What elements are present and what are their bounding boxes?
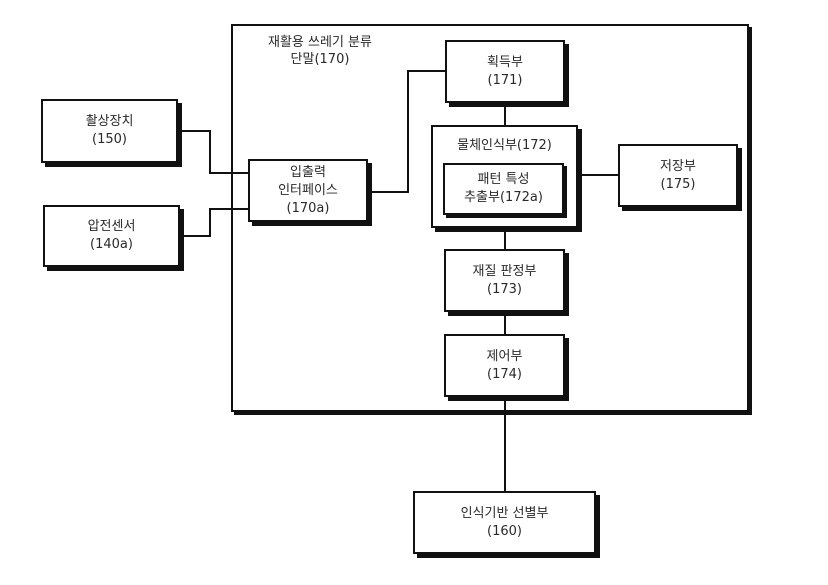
block-io-interface: 입출력 인터페이스 (170a) <box>248 159 368 222</box>
block-material-judgement: 재질 판정부 (173) <box>444 249 565 312</box>
block-camera: 촬상장치 (150) <box>41 99 178 163</box>
terminal-title: 재활용 쓰레기 분류 단말(170) <box>250 34 390 68</box>
block-pattern-extraction-line2: 추출부(172a) <box>464 190 543 205</box>
block-control-name: 제어부 <box>486 348 523 364</box>
block-io-interface-ref: (170a) <box>286 200 330 216</box>
block-sorting: 인식기반 선별부 (160) <box>413 491 596 554</box>
block-pattern-extraction-line1: 패턴 특성 <box>477 172 530 187</box>
block-sorting-ref: (160) <box>487 523 522 539</box>
block-object-recognition-label: 물체인식부(172) <box>457 138 552 153</box>
block-acquisition-name: 획득부 <box>487 54 523 70</box>
terminal-frame <box>231 24 749 412</box>
block-pressure-sensor: 압전센서 (140a) <box>43 205 180 267</box>
block-acquisition-ref: (171) <box>487 72 523 88</box>
block-control: 제어부 (174) <box>444 334 565 397</box>
block-pressure-sensor-name: 압전센서 <box>87 219 136 234</box>
block-storage: 저장부 (175) <box>618 144 738 207</box>
connector-io-acquisition <box>368 70 445 193</box>
terminal-title-line1: 재활용 쓰레기 분류 <box>268 35 372 50</box>
block-pressure-sensor-ref: (140a) <box>90 237 133 252</box>
block-storage-ref: (175) <box>660 176 696 192</box>
block-storage-name: 저장부 <box>660 158 696 174</box>
block-io-interface-line2: 인터페이스 <box>278 182 338 198</box>
block-camera-ref: (150) <box>92 132 127 147</box>
block-io-interface-line1: 입출력 <box>290 164 326 180</box>
connector-camera-io <box>178 130 248 174</box>
block-pattern-extraction: 패턴 특성 추출부(172a) <box>443 163 564 215</box>
block-material-judgement-ref: (173) <box>487 281 522 297</box>
block-control-ref: (174) <box>487 366 522 382</box>
block-sorting-name: 인식기반 선별부 <box>460 505 549 521</box>
terminal-title-line2: 단말(170) <box>290 52 350 67</box>
block-material-judgement-name: 재질 판정부 <box>472 263 537 279</box>
block-camera-name: 촬상장치 <box>85 114 134 129</box>
connector-pressure-io <box>180 208 248 237</box>
block-acquisition: 획득부 (171) <box>445 40 565 103</box>
